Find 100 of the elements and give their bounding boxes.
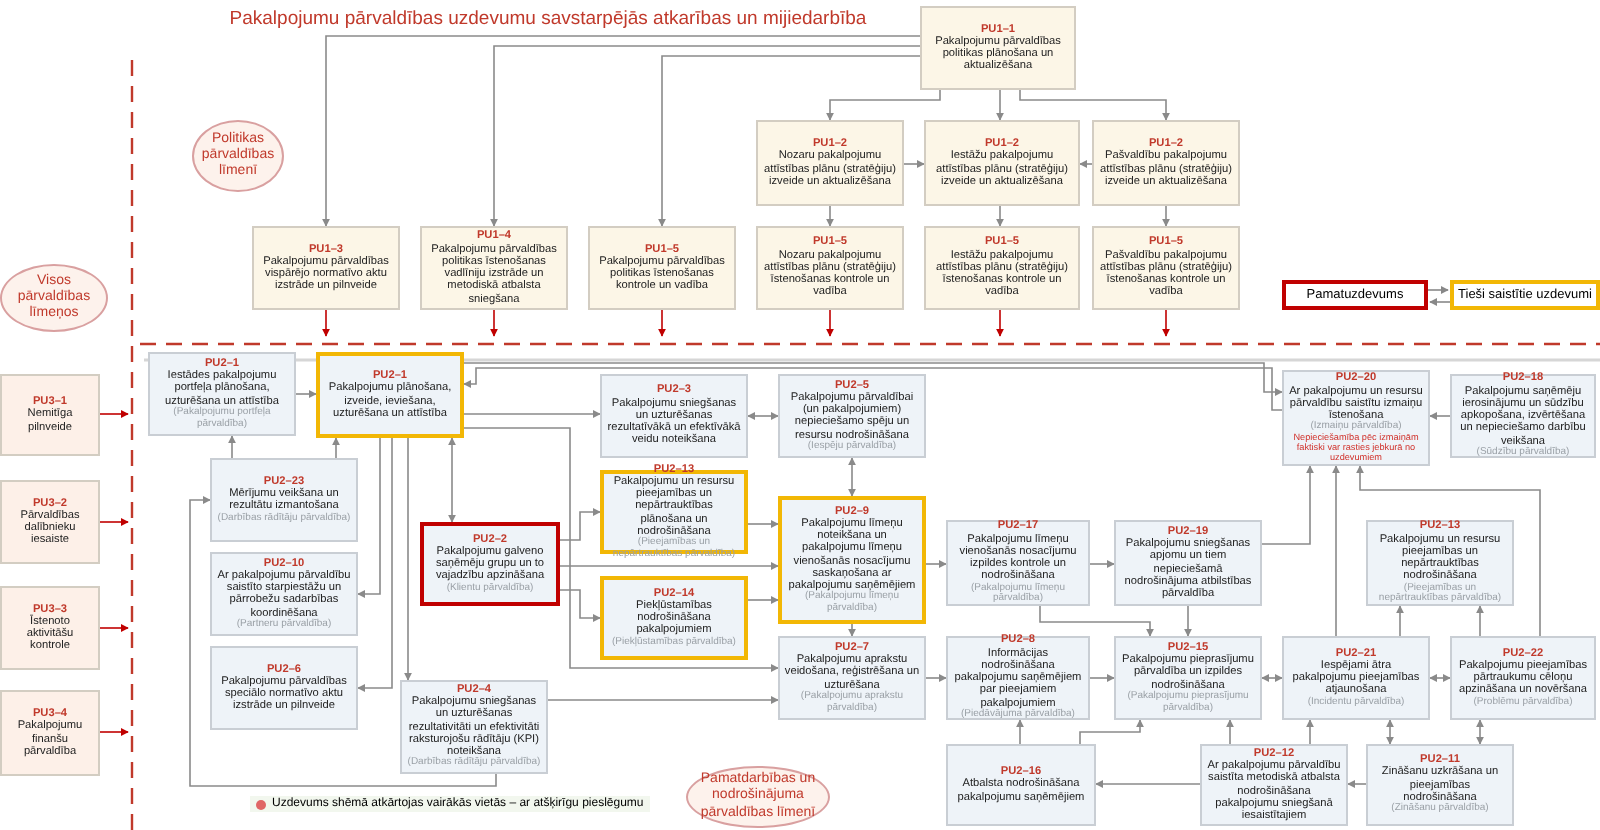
arrow (658, 55, 921, 227)
task-box (778, 636, 926, 720)
task-box (1450, 374, 1596, 458)
task-box (778, 374, 926, 458)
arrow (332, 437, 340, 459)
arrow (463, 362, 1283, 396)
task-box (316, 352, 464, 438)
arrow (925, 560, 947, 568)
arrow (322, 309, 330, 337)
task-box (778, 496, 926, 624)
arrow (1095, 780, 1201, 788)
arrow (996, 309, 1004, 337)
arrow (1429, 412, 1451, 420)
task-box (0, 480, 100, 564)
arrow (1162, 309, 1170, 337)
arrow (658, 309, 666, 337)
arrow (1079, 719, 1144, 745)
task-box (920, 6, 1076, 90)
arrow (1019, 89, 1170, 121)
arrow (1184, 605, 1192, 637)
arrow (747, 520, 779, 528)
arrow (996, 89, 1004, 121)
arrow (1347, 780, 1367, 788)
arrow (1089, 674, 1115, 682)
arrow (747, 596, 779, 604)
arrow (826, 89, 941, 121)
arrow (1386, 719, 1394, 745)
arrow (1356, 465, 1541, 637)
arrow (826, 309, 834, 337)
arrow (463, 410, 601, 418)
task-box (1114, 520, 1262, 606)
task-box (1366, 744, 1514, 826)
arrow (1332, 465, 1340, 637)
task-box (1282, 370, 1430, 466)
task-box (420, 522, 560, 606)
task-box (600, 576, 748, 660)
task-box (210, 646, 358, 730)
arrow (1226, 719, 1234, 745)
arrow (1162, 205, 1170, 227)
task-box (1282, 636, 1430, 720)
arrow (1016, 719, 1024, 745)
task-box (946, 636, 1090, 720)
arrow (925, 674, 947, 682)
task-box (1450, 636, 1596, 720)
arrow (99, 410, 129, 418)
task-box (400, 680, 548, 774)
arrow (228, 435, 236, 459)
task-box (946, 744, 1096, 826)
arrow (826, 205, 834, 227)
task-box (924, 226, 1080, 310)
arrow (357, 437, 381, 598)
arrow (1429, 674, 1451, 682)
arrow (490, 309, 498, 337)
arrow (322, 35, 921, 227)
arrow (295, 390, 317, 398)
arrow (1261, 674, 1283, 682)
task-box (600, 374, 748, 458)
task-box (148, 352, 296, 436)
task-box (0, 586, 100, 670)
arrow (1261, 465, 1314, 545)
arrow (1089, 560, 1115, 568)
task-box (924, 120, 1080, 206)
arrow (1079, 160, 1093, 168)
task-box (1200, 744, 1348, 826)
arrow (559, 508, 601, 541)
arrow (404, 437, 412, 681)
task-box (1366, 520, 1514, 606)
task-box (1092, 120, 1240, 206)
arrow (1039, 605, 1154, 637)
task-box (1092, 226, 1240, 310)
task-box (1114, 636, 1262, 720)
arrow (848, 457, 856, 497)
arrow (996, 205, 1004, 227)
arrow (99, 518, 129, 526)
arrow (1476, 605, 1484, 637)
task-box (210, 552, 358, 636)
task-box (210, 458, 358, 542)
arrow (547, 696, 779, 704)
task-box (756, 120, 904, 206)
arrow (99, 624, 129, 632)
arrow (463, 427, 779, 672)
arrow (99, 728, 129, 736)
arrow (490, 45, 921, 227)
task-box (0, 690, 100, 776)
arrow (1396, 605, 1404, 637)
arrow (747, 412, 779, 420)
task-box (252, 226, 400, 310)
arrow (463, 367, 1283, 411)
arrow (448, 437, 456, 523)
task-box (588, 226, 736, 310)
diagram-title: Pakalpojumu pārvaldības uzdevumu savstarpējās atkarības un mijiedarbība (227, 8, 869, 30)
arrow (559, 562, 779, 570)
task-box (756, 226, 904, 310)
arrow (1476, 719, 1484, 745)
task-box (0, 374, 100, 456)
task-box (946, 520, 1090, 606)
arrow (357, 437, 393, 692)
task-box (600, 470, 748, 554)
arrow (559, 589, 601, 622)
arrow (848, 623, 856, 637)
